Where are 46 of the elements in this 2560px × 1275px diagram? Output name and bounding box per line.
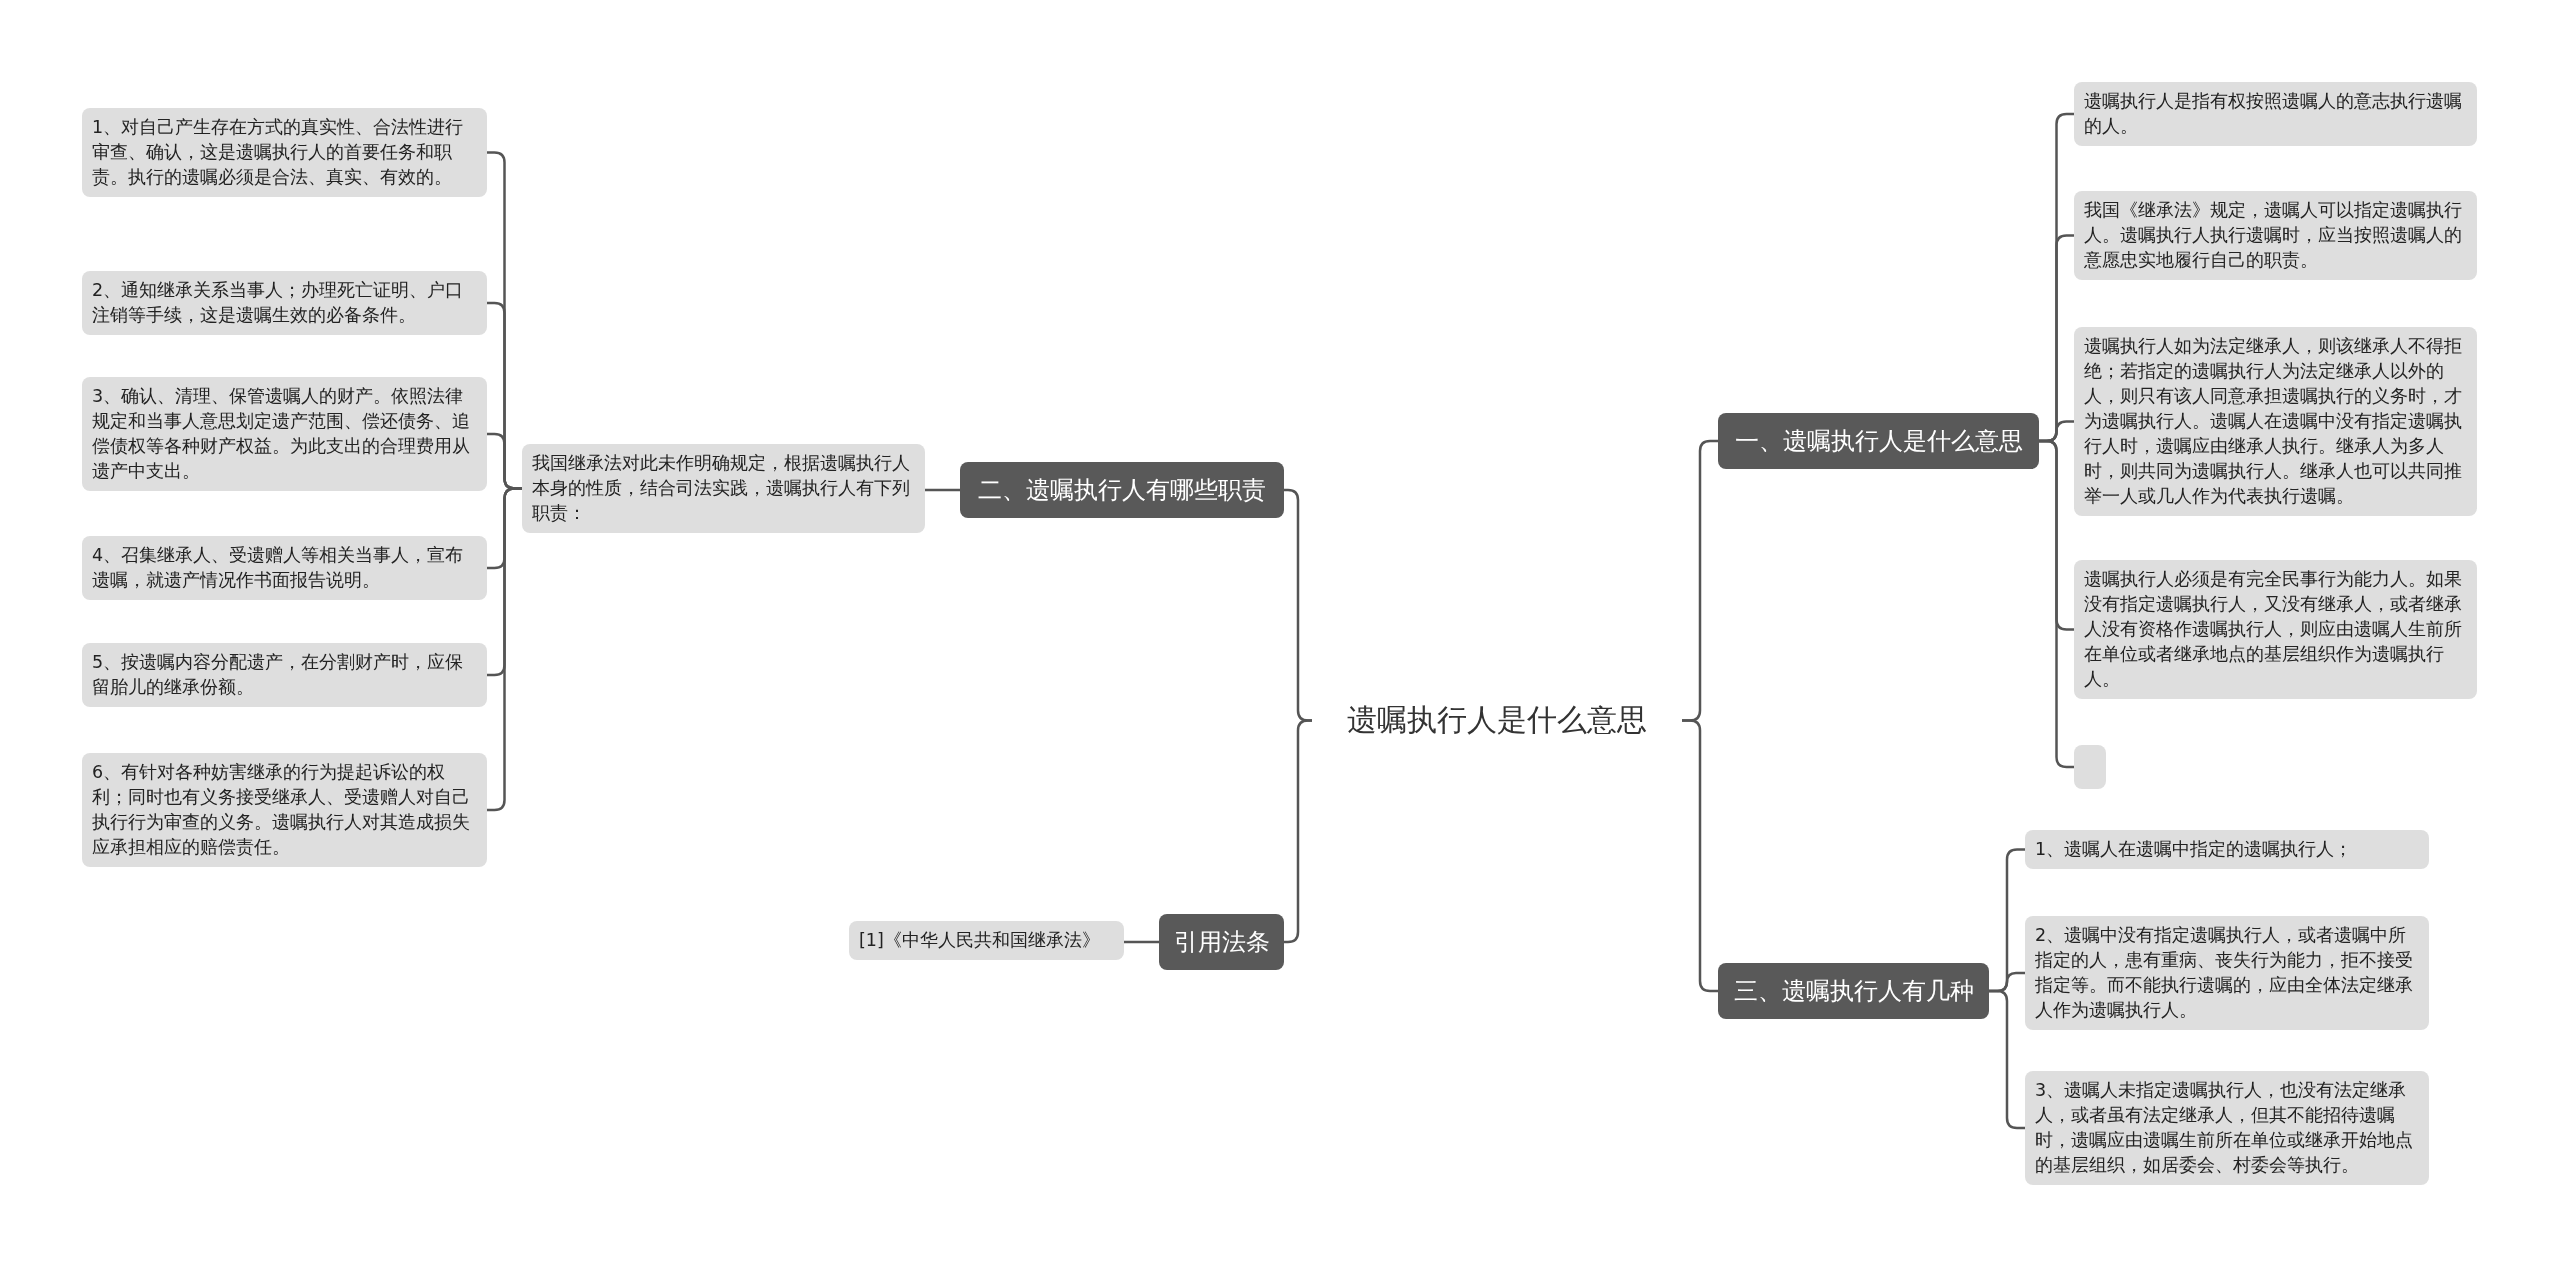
branch-topic-box [960, 462, 1284, 518]
branch-topic-box [1718, 963, 1989, 1019]
note-text: 我国继承法对此未作明确规定，根据遗嘱执行人本身的性质，结合司法实践，遗嘱执行人有下列职责： [532, 452, 911, 525]
note-card [2025, 1071, 2429, 1185]
branch-topic-text: 引用法条 [1173, 927, 1270, 958]
note-card [522, 444, 925, 533]
note-text: 3、遗嘱人未指定遗嘱执行人，也没有法定继承人，或者虽有法定继承人，但其不能招待遗嘱时，遗嘱应由遗嘱生前所在单位或继承开始地点的基层组织，如居委会、村委会等执行。 [2035, 1079, 2414, 1177]
note-card [2074, 191, 2477, 280]
note-text: 4、召集继承人、受遗赠人等相关当事人，宣布遗嘱，就遗产情况作书面报告说明。 [92, 544, 465, 592]
note-card [2074, 560, 2477, 699]
connector-line [487, 487, 522, 812]
branch-topic-text: 三、遗嘱执行人有几种 [1732, 976, 1975, 1007]
note-card [2025, 830, 2429, 869]
note-text: 1、对自己产生存在方式的真实性、合法性进行审查、确认，这是遗嘱执行人的首要任务和职责。执行的遗嘱必须是合法、真实、有效的。 [92, 116, 465, 189]
note-text: 2、通知继承关系当事人；办理死亡证明、户口注销等手续，这是遗嘱生效的必备条件。 [92, 279, 465, 327]
branch-topic-box [1159, 914, 1284, 970]
branch-topic-text: 一、遗嘱执行人是什么意思 [1733, 426, 2024, 457]
note-text: 遗嘱执行人是指有权按照遗嘱人的意志执行遗嘱的人。 [2084, 90, 2463, 138]
note-text: 2、遗嘱中没有指定遗嘱执行人，或者遗嘱中所指定的人，患有重病、丧失行为能力，拒不接受指定等。而不能执行遗嘱的，应由全体法定继承人作为遗嘱执行人。 [2035, 924, 2414, 1022]
empty-card [2074, 745, 2106, 789]
note-card [82, 377, 487, 491]
note-card [82, 108, 487, 197]
note-card [82, 753, 487, 867]
note-card [82, 643, 487, 707]
connector-line [1124, 940, 1159, 944]
note-card [849, 921, 1124, 960]
note-text: 遗嘱执行人必须是有完全民事行为能力人。如果没有指定遗嘱执行人，又没有继承人，或者继承人没有资格作遗嘱执行人，则应由遗嘱人生前所在单位或者继承地点的基层组织作为遗嘱执行人。 [2084, 568, 2463, 691]
note-text: 6、有针对各种妨害继承的行为提起诉讼的权利；同时也有义务接受继承人、受遗赠人对自己执行行为审查的义务。遗嘱执行人对其造成损失应承担相应的赔偿责任。 [92, 761, 471, 859]
note-text: [1]《中华人民共和国继承法》 [859, 929, 1101, 952]
central-topic: 遗嘱执行人是什么意思 [1347, 702, 1647, 737]
note-card [2025, 916, 2429, 1030]
connector-line [1682, 719, 1718, 993]
branch-topic-text: 二、遗嘱执行人有哪些职责 [977, 475, 1267, 506]
note-card [82, 271, 487, 335]
connector-line [1284, 719, 1312, 944]
note-card [2074, 82, 2477, 146]
note-text: 我国《继承法》规定，遗嘱人可以指定遗嘱执行人。遗嘱执行人执行遗嘱时，应当按照遗嘱人的意愿忠实地履行自己的职责。 [2084, 199, 2463, 272]
note-text: 3、确认、清理、保管遗嘱人的财产。依照法律规定和当事人意思划定遗产范围、偿还债务、追偿债权等各种财产权益。为此支出的合理费用从遗产中支出。 [92, 385, 471, 483]
note-card [82, 536, 487, 600]
note-text: 遗嘱执行人如为法定继承人，则该继承人不得拒绝；若指定的遗嘱执行人为法定继承人以外的人，则只有该人同意承担遗嘱执行的义务时，才为遗嘱执行人。遗嘱人在遗嘱中没有指定遗嘱执行人时，遗嘱应由继承人执行。继承人为多人时，则共同为遗嘱执行人。继承人也可以共同推举一人或几人作为代表执行遗嘱。 [2084, 335, 2463, 508]
connector-line [925, 488, 960, 492]
note-text: 5、按遗嘱内容分配遗产，在分割财产时，应保留胎儿的继承份额。 [92, 651, 465, 699]
connector-line [1989, 989, 2025, 1130]
branch-topic-box [1718, 413, 2039, 469]
connector-line [2039, 439, 2074, 769]
note-text: 1、遗嘱人在遗嘱中指定的遗嘱执行人； [2035, 838, 2354, 861]
